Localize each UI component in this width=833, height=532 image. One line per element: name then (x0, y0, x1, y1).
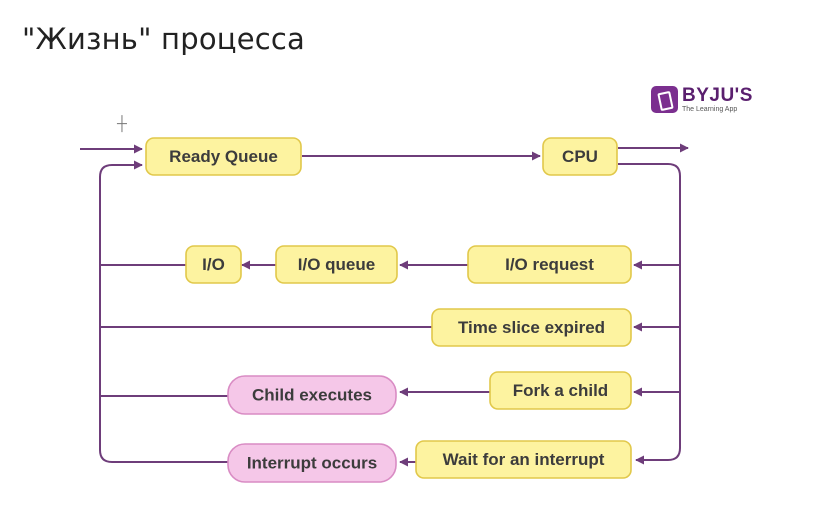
node-child-executes-label: Child executes (252, 386, 372, 405)
node-fork-child-label: Fork a child (513, 381, 608, 400)
byjus-logo: BYJU'S The Learning App (651, 86, 753, 113)
node-wait-interrupt-label: Wait for an interrupt (443, 450, 605, 469)
node-cpu-label: CPU (562, 147, 598, 166)
cpu-right-bus (618, 163, 681, 465)
node-ready-queue: Ready Queue (145, 137, 302, 176)
node-interrupt-occurs-label: Interrupt occurs (247, 454, 377, 473)
node-time-slice-label: Time slice expired (458, 318, 605, 337)
node-cpu: CPU (542, 137, 618, 176)
node-io-queue-label: I/O queue (298, 255, 375, 274)
node-ready-queue-label: Ready Queue (169, 147, 278, 166)
left-return-bus (99, 160, 228, 463)
crosshair-cursor-icon: ┼ (117, 115, 127, 131)
node-io-request-label: I/O request (505, 255, 594, 274)
logo-tagline: The Learning App (682, 106, 738, 113)
node-time-slice-expired: Time slice expired (431, 308, 632, 347)
logo-mark-icon (651, 86, 678, 113)
logo-brand: BYJU'S (682, 85, 753, 106)
node-io-queue: I/O queue (275, 245, 398, 284)
node-io-request: I/O request (467, 245, 632, 284)
node-child-executes: Child executes (227, 375, 397, 415)
node-fork-a-child: Fork a child (489, 371, 632, 410)
node-interrupt-occurs: Interrupt occurs (227, 443, 397, 483)
node-io-label: I/O (202, 255, 225, 274)
node-wait-for-interrupt: Wait for an interrupt (415, 440, 632, 479)
node-io: I/O (185, 245, 242, 284)
slide-title: "Жизнь" процесса (22, 22, 306, 56)
